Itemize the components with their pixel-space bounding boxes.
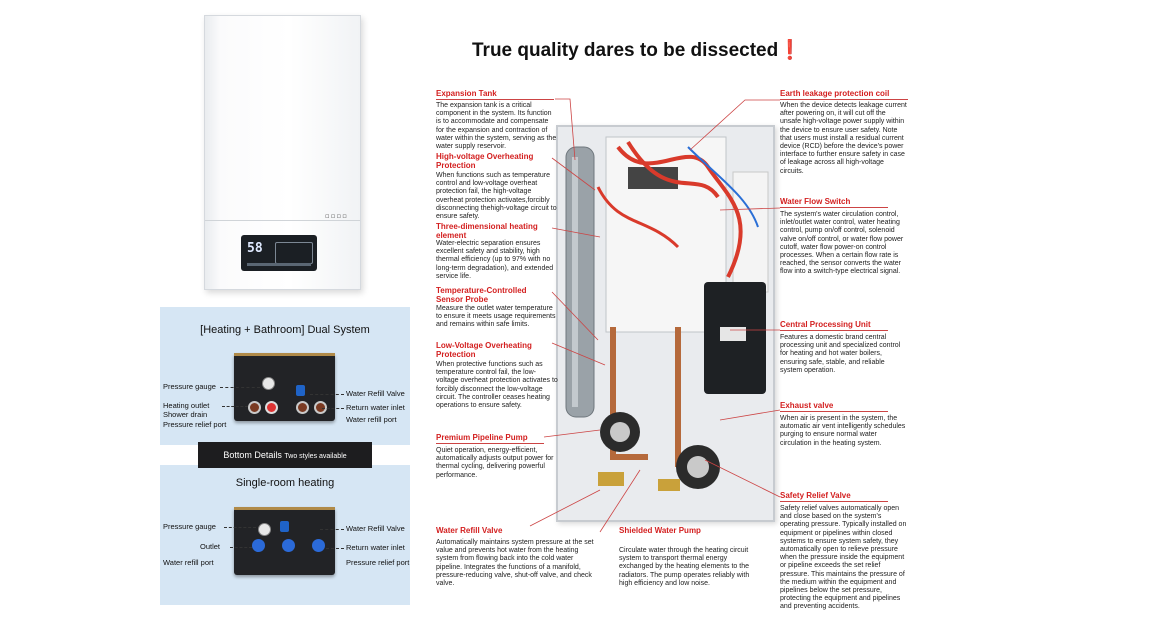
callout-body-sensor-probe: Measure the outlet water temperature to … (436, 305, 556, 329)
leader-line (326, 548, 344, 549)
label-water-refill-valve: Water Refill Valve (346, 524, 405, 533)
bottom-details-panel: [Heating + Bathroom] Dual System Pressur… (160, 307, 410, 605)
callout-underline (780, 330, 888, 331)
label-return-water-inlet: Return water inlet (346, 403, 405, 412)
panel-seam (205, 220, 360, 221)
pressure-gauge-icon (258, 523, 271, 536)
callout-title-expansion-tank: Expansion Tank (436, 89, 497, 98)
label-pressure-relief-port: Pressure relief port (346, 558, 410, 567)
callout-title-lv-overheating: Low-Voltage Overheating Protection (436, 341, 532, 359)
callout-body-safety-relief-valve: Safety relief valves automatically open … (780, 505, 907, 611)
callout-underline (436, 99, 554, 100)
label-pressure-gauge: Pressure gauge (163, 382, 216, 391)
label-water-refill-port: Water refill port (163, 558, 214, 567)
trim (234, 353, 335, 356)
return-inlet-icon (296, 401, 309, 414)
relief-port-icon (265, 401, 278, 414)
leader-line (220, 387, 260, 388)
boiler-cutaway-image (556, 125, 775, 522)
callout-underline (780, 411, 888, 412)
callout-title-water-refill-valve: Water Refill Valve (436, 526, 503, 535)
single-room-title: Single-room heating (235, 477, 335, 489)
callout-underline (780, 207, 888, 208)
boiler-unit-image: ▫▫▫▫ 58 (204, 15, 361, 290)
callout-title-pipeline-pump: Premium Pipeline Pump (436, 433, 528, 442)
callout-body-water-flow-switch: The system's water circulation control, … (780, 211, 904, 276)
callout-body-lv-overheating: When protective functions such as temper… (436, 361, 558, 410)
callout-body-water-refill-valve: Automatically maintains system pressure … (436, 539, 594, 588)
label-water-refill-port: Water refill port (346, 415, 397, 424)
callout-body-expansion-tank: The expansion tank is a critical compone… (436, 102, 557, 151)
bottom-details-label: Bottom Details (223, 450, 282, 460)
callout-underline (780, 99, 908, 100)
callout-title-earth-leakage: Earth leakage protection coil (780, 89, 890, 98)
callout-body-hv-overheating: When functions such as temperature contr… (436, 172, 557, 221)
callout-body-earth-leakage: When the device detects leakage current … (780, 102, 907, 175)
callout-title-sensor-probe: Temperature-Controlled Sensor Probe (436, 286, 527, 304)
callout-body-cpu: Features a domestic brand central proces… (780, 334, 901, 374)
dual-system-title: [Heating + Bathroom] Dual System (200, 324, 370, 336)
internal-components-drawing (565, 136, 769, 491)
pressure-gauge-icon (262, 377, 275, 390)
page-title: True quality dares to be dissected❗ (472, 38, 802, 62)
callout-title-cpu: Central Processing Unit (780, 320, 871, 329)
label-heating-outlet: Heating outlet (163, 401, 210, 410)
callout-underline (436, 443, 544, 444)
return-inlet-icon (312, 539, 325, 552)
callout-underline (780, 501, 888, 502)
indicator-lights: ▫▫▫▫ (325, 212, 348, 220)
heating-outlet-icon (248, 401, 261, 414)
label-return-water-inlet: Return water inlet (346, 543, 405, 552)
leader-line (230, 547, 252, 548)
display-value: 58 (247, 241, 263, 256)
label-shower-drain: Shower drain (163, 410, 208, 419)
display-bar (247, 263, 311, 266)
callout-title-hv-overheating: High-voltage Overheating Protection (436, 152, 534, 170)
callout-title-exhaust-valve: Exhaust valve (780, 401, 834, 410)
bottom-details-sub: Two styles available (284, 453, 347, 460)
callout-title-water-flow-switch: Water Flow Switch (780, 197, 851, 206)
refill-valve-icon (296, 385, 305, 396)
refill-port-icon (314, 401, 327, 414)
callout-title-safety-relief-valve: Safety Relief Valve (780, 491, 851, 500)
label-water-refill-valve: Water Refill Valve (346, 389, 405, 398)
leader-line (310, 394, 344, 395)
callout-body-pipeline-pump: Quiet operation, energy-efficient, autom… (436, 447, 554, 479)
single-room-bottom-view (234, 507, 335, 575)
refill-port-icon (282, 539, 295, 552)
callout-body-exhaust-valve: When air is present in the system, the a… (780, 415, 906, 447)
refill-valve-icon (280, 521, 289, 532)
callout-title-heating-element: Three-dimensional heating element (436, 222, 538, 240)
leader-line (222, 406, 248, 407)
callout-body-shielded-pump: Circulate water through the heating circ… (619, 547, 750, 587)
leader-line (320, 529, 344, 530)
label-pressure-relief-port: Pressure relief port (163, 420, 227, 429)
callout-title-shielded-pump: Shielded Water Pump (619, 526, 701, 535)
leader-line (322, 408, 344, 409)
leader-line (224, 527, 256, 528)
bottom-details-banner: Bottom Details Two styles available (198, 442, 372, 468)
exclamation-icon: ❗ (778, 40, 802, 61)
callout-body-heating-element: Water-electric separation ensures excell… (436, 240, 554, 280)
outlet-icon (252, 539, 265, 552)
title-text: True quality dares to be dissected (472, 40, 779, 61)
control-display: 58 (241, 235, 317, 271)
label-outlet: Outlet (200, 542, 221, 551)
trim (234, 507, 335, 510)
label-pressure-gauge: Pressure gauge (163, 522, 216, 531)
